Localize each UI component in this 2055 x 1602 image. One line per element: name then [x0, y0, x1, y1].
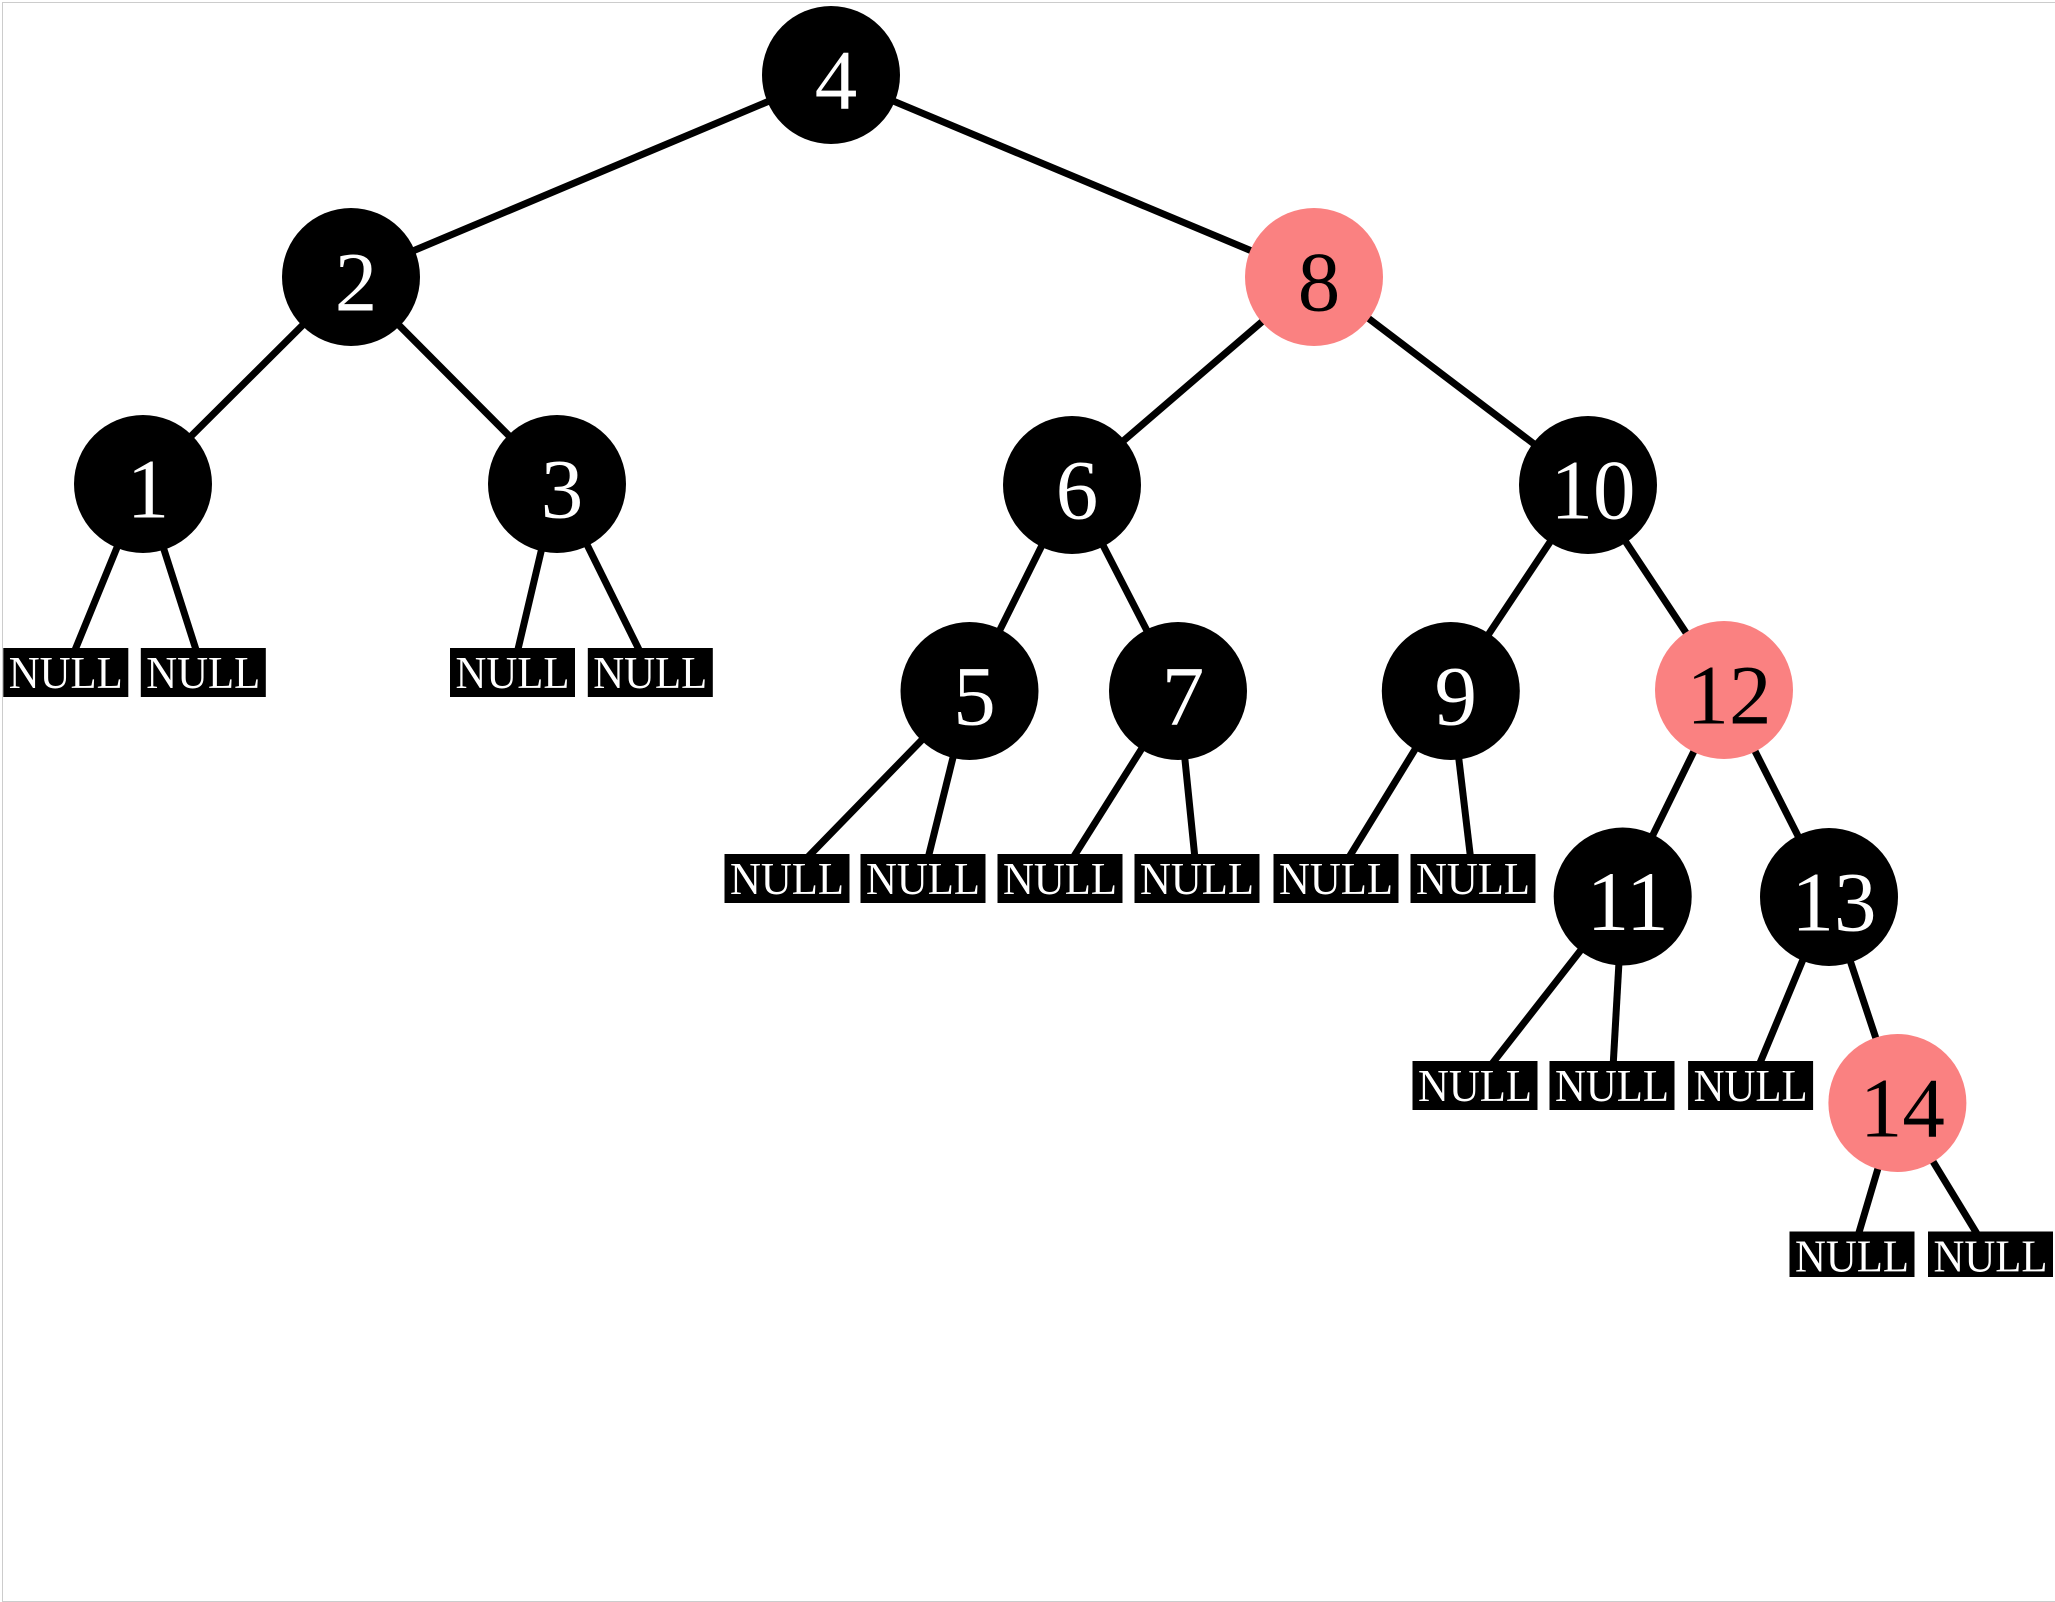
svg-text:NULL: NULL — [1416, 853, 1530, 904]
svg-text:7: 7 — [1162, 650, 1205, 744]
svg-text:NULL: NULL — [1140, 853, 1254, 904]
svg-text:3: 3 — [541, 443, 584, 537]
svg-text:NULL: NULL — [1003, 853, 1117, 904]
svg-text:NULL: NULL — [9, 647, 123, 698]
svg-text:6: 6 — [1056, 444, 1099, 538]
svg-text:10: 10 — [1551, 444, 1636, 538]
svg-text:1: 1 — [127, 443, 170, 537]
svg-text:NULL: NULL — [1279, 853, 1393, 904]
svg-text:NULL: NULL — [146, 647, 260, 698]
svg-text:4: 4 — [815, 34, 858, 128]
svg-text:NULL: NULL — [730, 853, 844, 904]
svg-text:14: 14 — [1860, 1062, 1945, 1156]
svg-text:NULL: NULL — [1694, 1060, 1808, 1111]
svg-text:12: 12 — [1687, 649, 1772, 743]
svg-text:NULL: NULL — [1795, 1231, 1909, 1278]
svg-text:NULL: NULL — [866, 853, 980, 904]
svg-text:9: 9 — [1435, 650, 1478, 744]
svg-text:2: 2 — [335, 236, 378, 330]
svg-text:NULL: NULL — [456, 647, 570, 698]
svg-text:NULL: NULL — [1418, 1060, 1532, 1111]
svg-text:NULL: NULL — [1555, 1060, 1669, 1111]
svg-text:5: 5 — [953, 650, 996, 744]
svg-text:11: 11 — [1587, 855, 1669, 949]
svg-text:NULL: NULL — [593, 647, 707, 698]
svg-text:8: 8 — [1298, 236, 1341, 330]
svg-text:NULL: NULL — [1934, 1231, 2048, 1278]
svg-text:13: 13 — [1792, 856, 1877, 950]
